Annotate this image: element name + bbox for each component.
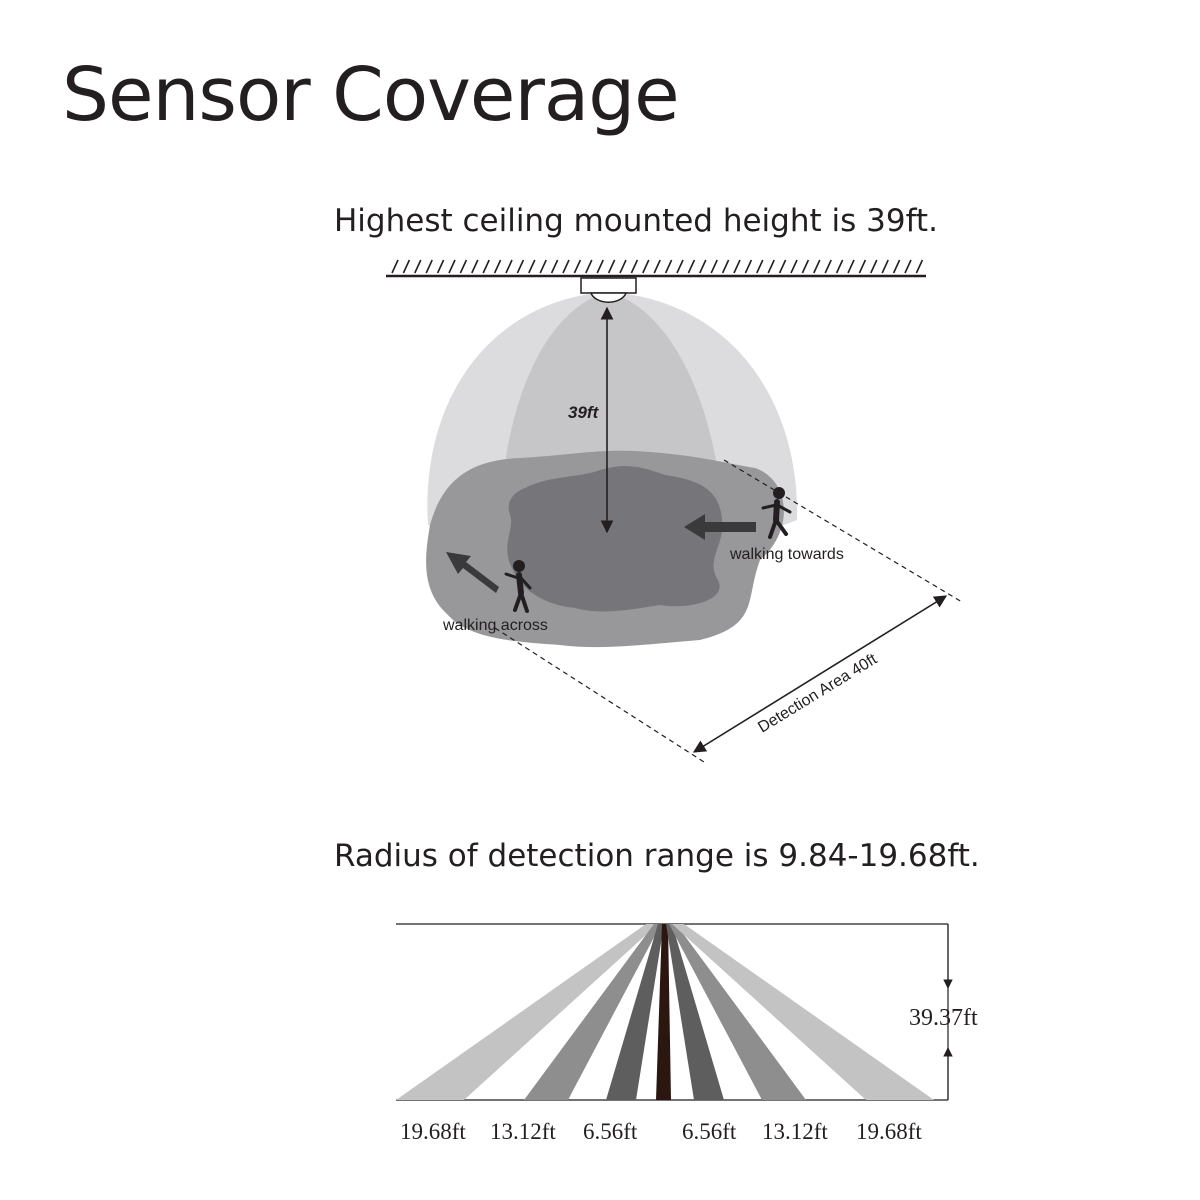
ceiling-hatch-mark	[824, 259, 832, 274]
ceiling-hatch-mark	[744, 259, 753, 274]
ceiling-hatch-mark	[448, 259, 456, 274]
ceiling-hatch-mark	[664, 259, 673, 274]
detection-area-guides	[494, 459, 963, 763]
beam-right-mid	[669, 924, 806, 1100]
ceiling-hatch-mark	[699, 259, 707, 274]
ceiling-hatch-mark	[630, 259, 639, 274]
ceiling-hatch-mark	[733, 259, 741, 274]
walking-person-across-icon	[504, 560, 532, 613]
range-label: 19.68ft	[856, 1119, 922, 1144]
ceiling-hatch-mark	[915, 259, 924, 274]
ceiling-hatch-mark	[471, 259, 479, 274]
beam-right-inner	[666, 924, 724, 1100]
range-label: 6.56ft	[682, 1119, 737, 1144]
beam-left-inner	[606, 924, 664, 1100]
ceiling-hatch-mark	[459, 259, 468, 274]
ceiling-line	[386, 259, 926, 278]
beam-center	[656, 924, 671, 1100]
walking-across-label: walking across	[442, 617, 548, 634]
ceiling-hatch-mark	[904, 259, 912, 274]
ceiling-hatch-mark	[414, 259, 422, 274]
walking-person-towards-icon	[761, 487, 792, 539]
ceiling-hatch-mark	[687, 259, 696, 274]
fan-height-label: 39.37ft	[909, 1005, 978, 1031]
ceiling-hatch-mark	[778, 259, 787, 274]
ceiling-hatch-mark	[847, 259, 855, 274]
beam-right-outer	[672, 924, 934, 1100]
ceiling-hatch-mark	[550, 259, 559, 274]
ceiling-hatch-mark	[881, 259, 889, 274]
ceiling-hatch-mark	[539, 259, 547, 274]
ceiling-hatch-mark	[596, 259, 604, 274]
ceiling-hatch-mark	[756, 259, 764, 274]
ceiling-hatch-mark	[516, 259, 525, 274]
ceiling-hatch-mark	[653, 259, 661, 274]
height-label: 39ft	[568, 403, 600, 422]
ceiling-hatch-mark	[493, 259, 502, 274]
detection-radius-caption: Radius of detection range is 9.84-19.68f…	[334, 838, 980, 874]
ceiling-hatch-mark	[482, 259, 490, 274]
ceiling-hatch-mark	[402, 259, 411, 274]
ceiling-hatch-mark	[607, 259, 616, 274]
ceiling-hatch-mark	[642, 259, 650, 274]
beam-left-mid	[524, 924, 661, 1100]
page-title: Sensor Coverage	[62, 52, 680, 138]
ceiling-hatch-mark	[436, 259, 445, 274]
ceiling-hatch-mark	[892, 259, 901, 274]
beam-left-outer	[396, 924, 658, 1100]
ceiling-hatch-mark	[858, 259, 867, 274]
range-labels: 19.68ft 13.12ft 6.56ft 6.56ft 13.12ft 19…	[400, 1119, 922, 1144]
ceiling-hatch-mark	[505, 259, 513, 274]
ceiling-hatch-mark	[790, 259, 798, 274]
walking-towards-arrow-icon	[684, 514, 756, 540]
ceiling-hatch-mark	[721, 259, 730, 274]
detection-area-arrow	[692, 595, 948, 753]
ceiling-hatch-mark	[391, 259, 399, 274]
ceiling-hatch-mark	[619, 259, 627, 274]
core-detection-area	[507, 466, 723, 612]
ceiling-hatch-mark	[801, 259, 810, 274]
detection-area-label: Detection Area 40ft	[755, 651, 880, 737]
ceiling-sensor	[580, 277, 637, 303]
ceiling-hatch-mark	[585, 259, 593, 274]
ceiling-height-caption: Highest ceiling mounted height is 39ft.	[334, 203, 938, 239]
ceiling-hatch-mark	[573, 259, 582, 274]
walking-across-arrow-icon	[446, 552, 499, 593]
range-label: 19.68ft	[400, 1119, 466, 1144]
range-label: 13.12ft	[762, 1119, 828, 1144]
ceiling-hatch-mark	[813, 259, 821, 274]
ceiling-hatch-mark	[425, 259, 433, 274]
ceiling-hatch-mark	[767, 259, 775, 274]
ceiling-hatch-mark	[870, 259, 878, 274]
ceiling-hatch-mark	[562, 259, 570, 274]
ceiling-hatch-mark	[835, 259, 844, 274]
range-label: 6.56ft	[583, 1119, 638, 1144]
ceiling-hatch-mark	[676, 259, 684, 274]
range-label: 13.12ft	[490, 1119, 556, 1144]
walking-towards-label: walking towards	[729, 546, 844, 563]
fan-beams	[396, 924, 934, 1100]
ceiling-hatch-mark	[710, 259, 718, 274]
ceiling-hatch-mark	[528, 259, 536, 274]
